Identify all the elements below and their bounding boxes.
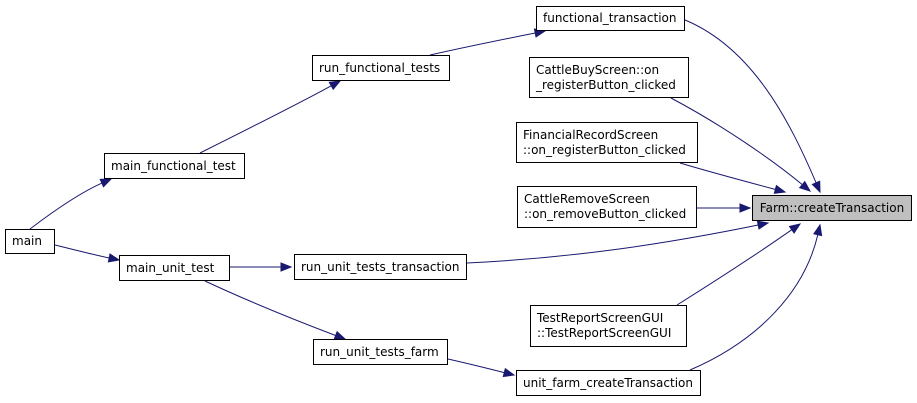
edge-run_unit_tests_farm-to-unit_farm_create [447,358,505,374]
node-label-line: ::on_registerButton_clicked [523,142,686,157]
edge-arrowhead [811,180,821,194]
node-label-line: main_unit_test [126,260,215,275]
node-label-line: unit_farm_createTransaction [523,375,693,390]
edge-main-to-main_unit_test [54,244,110,259]
node-label-line: run_unit_tests_farm [320,344,439,359]
node-cattle-remove-screen[interactable]: CattleRemoveScreen::on_removeButton_clic… [517,186,697,228]
edge-run_unit_tests_transaction-to-farm_create [466,224,759,264]
node-label-line: run_unit_tests_transaction [301,259,460,274]
node-cattle-buy-screen[interactable]: CattleBuyScreen::on_registerButton_click… [529,57,689,98]
node-farm-create-transaction[interactable]: Farm::createTransaction [752,195,912,221]
edge-cattle_buy-to-farm_create [670,97,803,185]
edge-arrowhead [107,253,121,263]
node-label-line: CattleBuyScreen::on [536,62,660,77]
node-label-line: main [12,234,42,248]
node-label-line: functional_transaction [543,11,677,25]
node-financial-record-screen[interactable]: FinancialRecordScreen::on_registerButton… [516,122,698,163]
edge-arrowhead [328,80,342,91]
edge-arrowhead [798,180,812,192]
edge-arrowhead [756,220,770,230]
edge-arrowhead [773,184,787,194]
node-label-line: TestReportScreenGUI [537,311,664,325]
node-main-unit-test[interactable]: main_unit_test [119,255,230,281]
edge-main-to-main_functional_test [29,182,103,230]
node-label-line: main_functional_test [111,158,236,173]
node-label-line: Farm::createTransaction [759,200,905,215]
node-label-line: _registerButton_clicked [536,77,676,92]
edge-arrowhead [739,203,752,213]
edge-arrowhead [99,178,113,188]
node-run-unit-tests-transaction[interactable]: run_unit_tests_transaction [294,254,467,280]
node-run-unit-tests-farm[interactable]: run_unit_tests_farm [313,339,448,365]
node-label-line: CattleRemoveScreen [524,192,650,206]
node-run-functional-tests[interactable]: run_functional_tests [312,55,450,81]
edge-main_unit_test-to-run_unit_tests_farm [204,280,336,336]
node-unit-farm-create-transaction[interactable]: unit_farm_createTransaction [516,370,701,396]
edge-unit_farm_create-to-farm_create [689,234,819,371]
node-functional-transaction[interactable]: functional_transaction [536,6,685,31]
edge-functional_transaction-to-farm_create [679,17,817,183]
node-label-line: FinancialRecordScreen [523,127,659,142]
edge-test_report-to-farm_create [676,229,793,306]
edge-main_functional_test-to-run_functional_tests [199,85,332,154]
edge-financial_record-to-farm_create [679,162,776,190]
node-main-functional-test[interactable]: main_functional_test [104,153,245,179]
node-test-report-screen-gui[interactable]: TestReportScreenGUI::TestReportScreenGUI [530,305,687,347]
edge-arrowhead [502,367,516,378]
edge-arrowhead [813,223,823,237]
edge-arrowhead [788,223,802,234]
node-label-line: ::TestReportScreenGUI [537,326,672,340]
edge-run_functional_tests-to-functional_transaction [429,32,536,56]
node-label-line: run_functional_tests [319,60,441,75]
node-label-line: ::on_removeButton_clicked [524,207,687,221]
edge-arrowhead [280,262,293,272]
node-main[interactable]: main [5,229,55,254]
